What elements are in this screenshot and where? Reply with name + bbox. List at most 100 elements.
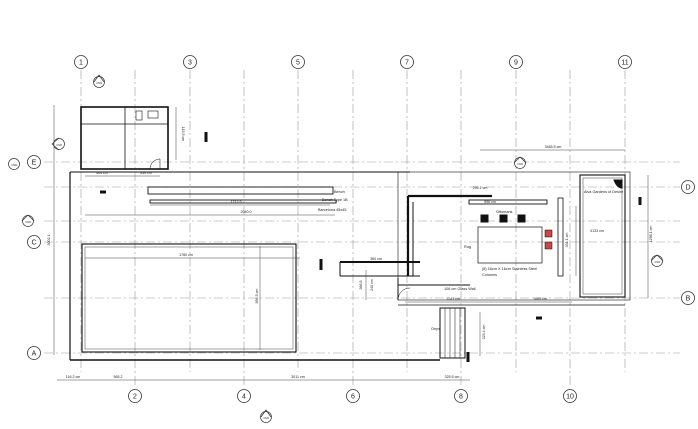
grid-label-10: 10 [566, 394, 574, 401]
dim-label: 1660 cm [533, 297, 547, 301]
grid-bubble-B [681, 291, 695, 305]
section-tag-label: 4 M3 [96, 81, 102, 85]
bench-block-inner [149, 199, 337, 204]
dimension-text: 404 cm 430 cm 115.5 cm 1712.9 2040.0 178… [47, 127, 653, 379]
note-bench-type: Bench Type 1B [322, 198, 348, 202]
dim-label: 366.8 [359, 281, 363, 290]
section-tag-labels: 4 M3 4 M3 4 M3 4 M3 4 M3 4 M3 4 M3 [11, 81, 660, 420]
grid-bubble-1 [74, 55, 88, 69]
grid-label-D: D [685, 185, 690, 192]
section-tags [8, 74, 664, 423]
grid-bubble-10 [563, 389, 577, 403]
grid-bubble-6 [346, 389, 360, 403]
chair [544, 241, 553, 250]
dim-label: 404 cm [96, 171, 108, 175]
section-tag-label: 4 M3 [25, 220, 31, 224]
dim-label: 430 cm [140, 171, 152, 175]
grid-bubble-5 [291, 55, 305, 69]
grid-lines [44, 70, 680, 388]
grid-label-8: 8 [459, 394, 463, 401]
grid-bubble-E [27, 155, 41, 169]
small-pool-inner [582, 177, 623, 295]
grid-label-5: 5 [296, 60, 300, 67]
note-bench: Bench [334, 190, 345, 194]
note-columns-1: (8) 16cm X 16cm Stainless Steel [482, 267, 537, 271]
dim-label: 596 cm [484, 200, 496, 204]
sink-fixture [147, 110, 159, 119]
grid-label-C: C [31, 240, 36, 247]
grid-bubble-labels: 1 3 5 7 9 11 2 4 6 8 10 E C A D B [31, 60, 690, 401]
section-tag-mid [513, 156, 527, 169]
small-pool [579, 174, 626, 298]
section-tag-label: 4 M3 [11, 163, 17, 167]
large-pool-inner [84, 246, 294, 350]
dimension-lines [53, 105, 649, 381]
dim-label: 3465.5 cm [545, 145, 562, 149]
note-ottomans: Ottomans [496, 210, 513, 214]
grid-bubbles [27, 55, 695, 403]
section-tag-label: 4 M3 [517, 162, 523, 166]
grid-label-E: E [32, 160, 37, 167]
grid-bubble-2 [128, 389, 142, 403]
grid-bubble-8 [454, 389, 468, 403]
section-tag-label: 4 M3 [263, 416, 269, 420]
grid-label-9: 9 [514, 60, 518, 67]
grid-bubble-9 [509, 55, 523, 69]
grid-bubble-3 [183, 55, 197, 69]
grid-label-11: 11 [621, 60, 628, 67]
grid-label-3: 3 [188, 60, 192, 67]
section-tag-top [93, 74, 105, 88]
dim-label: 115.5 cm [181, 127, 185, 142]
grid-label-7: 7 [405, 60, 409, 67]
ottoman [480, 214, 489, 223]
dim-label: 3002.1 [47, 235, 51, 246]
toilet-fixture [135, 110, 143, 121]
dim-label: 1712.9 [231, 200, 242, 204]
grid-bubble-C [27, 235, 41, 249]
grid-bubble-D [681, 180, 695, 194]
dim-label: 1241 cm [446, 297, 460, 301]
walls [69, 106, 642, 362]
grid-label-6: 6 [351, 394, 355, 401]
section-tag-left-1 [51, 137, 65, 151]
dim-label: 894.5 cm [255, 289, 259, 304]
dim-label: 4133 cm [590, 229, 604, 233]
grid-label-2: 2 [133, 394, 137, 401]
section-tag-label: 4 M3 [654, 260, 660, 264]
sculpture-icon [613, 179, 623, 189]
section-tag-bottom [260, 409, 272, 423]
dim-label: 323.4 cm [482, 325, 486, 340]
pavilion-roof [397, 171, 631, 301]
ottoman [517, 214, 526, 223]
grid-label-B: B [686, 296, 691, 303]
dim-label: 240 cm [370, 279, 374, 291]
grid-label-4: 4 [242, 394, 246, 401]
dim-label: 1780 cm [179, 253, 193, 257]
note-rug: Rug [464, 245, 471, 249]
dim-label: 3011 cm [291, 375, 305, 379]
note-columns-2: Columns [482, 273, 497, 277]
dim-label: 1298.1 cm [649, 226, 653, 243]
annotations: Bench Bench Type 1B Barcelona 45x45 Otto… [318, 190, 623, 331]
note-alva: Alva Gardens of Desire [584, 190, 623, 194]
grid-bubble-11 [618, 55, 632, 69]
onyx-wall [468, 199, 548, 205]
grid-label-1: 1 [79, 60, 83, 67]
ottoman [499, 214, 508, 223]
grid-bubble-A [27, 346, 41, 360]
glass-strip [557, 197, 564, 277]
service-block [80, 106, 169, 170]
bench-block [147, 186, 334, 195]
section-tag-left-3 [21, 214, 35, 227]
dim-label: 331.1 cm [565, 233, 569, 248]
rug [477, 226, 543, 264]
dim-label: 325.5 cm [445, 375, 460, 379]
dim-label: 2040.0 [241, 210, 252, 214]
grid-bubble-4 [237, 389, 251, 403]
section-tag-right [650, 254, 664, 267]
stairs [439, 307, 466, 359]
dim-label: 565.2 [114, 375, 123, 379]
grid-bubble-7 [400, 55, 414, 69]
section-tag-left-2 [8, 158, 20, 170]
